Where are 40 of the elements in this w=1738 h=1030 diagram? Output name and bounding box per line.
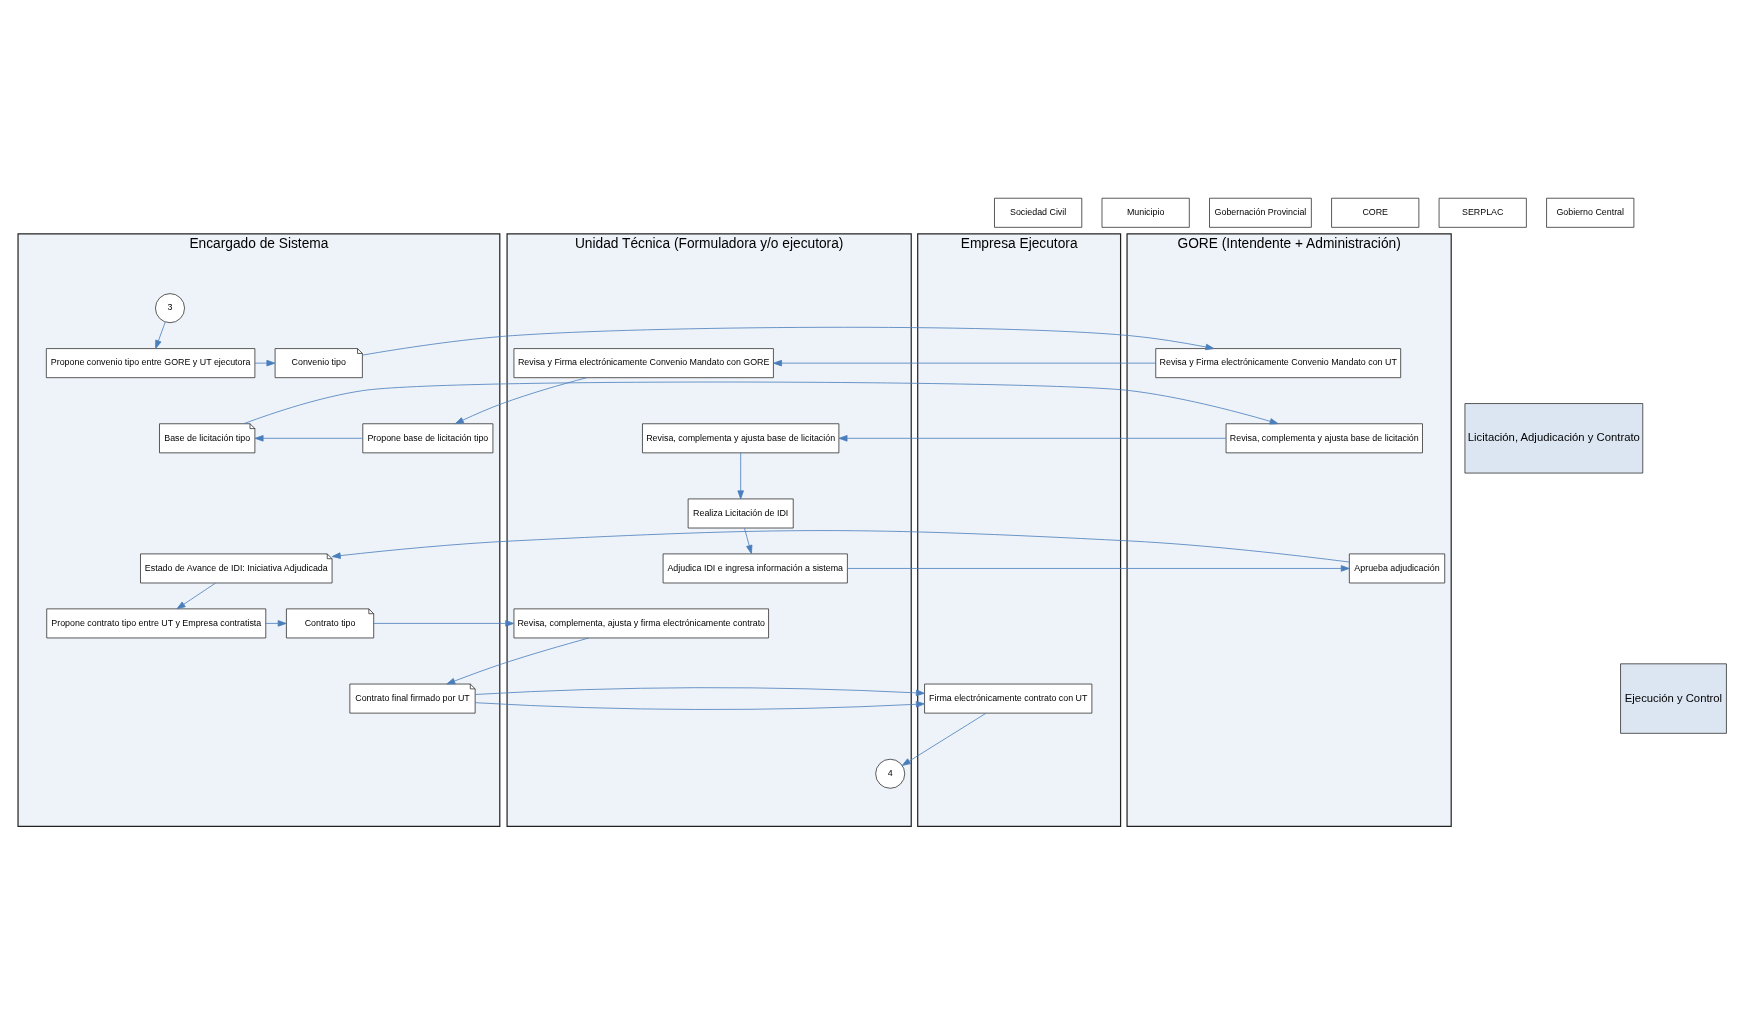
node-box: Propone contrato tipo entre UT y Empresa contratista	[46, 607, 267, 638]
arrow	[454, 376, 587, 424]
arrow	[331, 529, 1350, 562]
node-box: Aprueba adjudicación	[1348, 553, 1446, 583]
node-box: Propone base de licitación tipo	[362, 422, 494, 453]
node-box: Revisa, complementa, ajusta y firma electrónicamente contrato	[513, 607, 769, 638]
node-box: Gobierno Central	[1546, 197, 1635, 228]
node-circle: 4	[875, 758, 906, 789]
arrow	[901, 712, 987, 766]
arrow	[265, 619, 287, 627]
node-box: Gobernación Provincial	[1209, 197, 1312, 228]
node-box: Revisa, complementa y ajusta base de licitación	[1225, 422, 1423, 453]
arrow	[243, 381, 1279, 424]
node-box: Realiza Licitación de IDI	[687, 498, 794, 528]
arrow	[446, 637, 590, 684]
node-box: Revisa, complementa y ajusta base de licitación	[642, 422, 840, 453]
node-box: Revisa y Firma electrónicamente Convenio Mandato con GORE	[513, 347, 774, 378]
node-box: Revisa y Firma electrónicamente Convenio Mandato con UT	[1155, 347, 1402, 378]
node-box: Sociedad Civil	[994, 197, 1083, 228]
node-box: Firma electrónicamente contrato con UT	[924, 683, 1093, 714]
node-box: Ejecución y Control	[1620, 662, 1727, 734]
node-circle: 3	[155, 292, 185, 323]
arrow	[737, 452, 744, 499]
arrow	[773, 359, 1157, 366]
arrow	[254, 359, 276, 366]
node-box: Propone convenio tipo entre GORE y UT ejecutora	[45, 347, 256, 378]
arrow	[744, 527, 753, 554]
arrow	[155, 321, 166, 349]
node-box: CORE	[1331, 197, 1420, 228]
arrow	[847, 564, 1350, 572]
node-box: SERPLAC	[1438, 197, 1527, 228]
arrow	[254, 434, 364, 442]
node-box: Adjudica IDI e ingresa información a sistema	[662, 553, 848, 583]
node-box: Municipio	[1101, 197, 1190, 228]
arrow	[838, 434, 1227, 442]
arrow	[373, 619, 515, 627]
arrow	[362, 326, 1215, 355]
arrow	[176, 582, 216, 609]
arrow	[474, 686, 925, 710]
node-box: Licitación, Adjudicación y Contrato	[1464, 402, 1644, 473]
